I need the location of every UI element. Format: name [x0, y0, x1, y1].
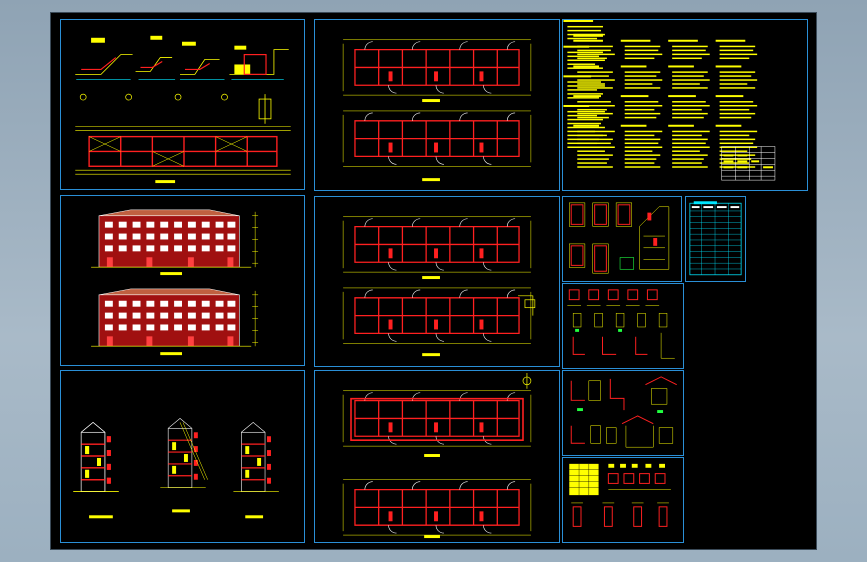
sheet-floor-plans-3[interactable] — [314, 370, 560, 543]
floor-plans-1-drawing — [342, 39, 532, 182]
sections-drawing — [72, 417, 280, 519]
node-details-3-drawing — [569, 463, 671, 527]
sheet-design-notes[interactable] — [562, 19, 808, 191]
drawing-canvas[interactable] — [51, 13, 816, 549]
floor-plans-2-drawing — [342, 216, 536, 357]
sheet-floor-plans-2[interactable] — [314, 196, 560, 367]
door-window-details-drawing — [569, 202, 670, 274]
design-notes-drawing — [563, 20, 776, 181]
sheet-node-details-3[interactable] — [562, 457, 684, 543]
node-details-1-drawing — [567, 289, 675, 359]
sheet-node-details-2[interactable] — [562, 370, 684, 456]
sheet-sections[interactable] — [60, 370, 305, 543]
sheet-details-and-plan[interactable] — [60, 19, 305, 190]
details-and-plan-drawing — [75, 35, 291, 184]
floor-plans-3-drawing — [342, 372, 532, 539]
sheet-floor-plans-1[interactable] — [314, 19, 560, 191]
schedule-table-drawing — [689, 201, 742, 276]
sheet-door-window-details[interactable] — [562, 196, 682, 282]
node-details-2-drawing — [570, 376, 677, 448]
sheet-schedule-table[interactable] — [685, 196, 746, 282]
sheet-elevations[interactable] — [60, 195, 305, 366]
elevations-drawing — [90, 209, 259, 356]
sheet-node-details-1[interactable] — [562, 283, 684, 369]
